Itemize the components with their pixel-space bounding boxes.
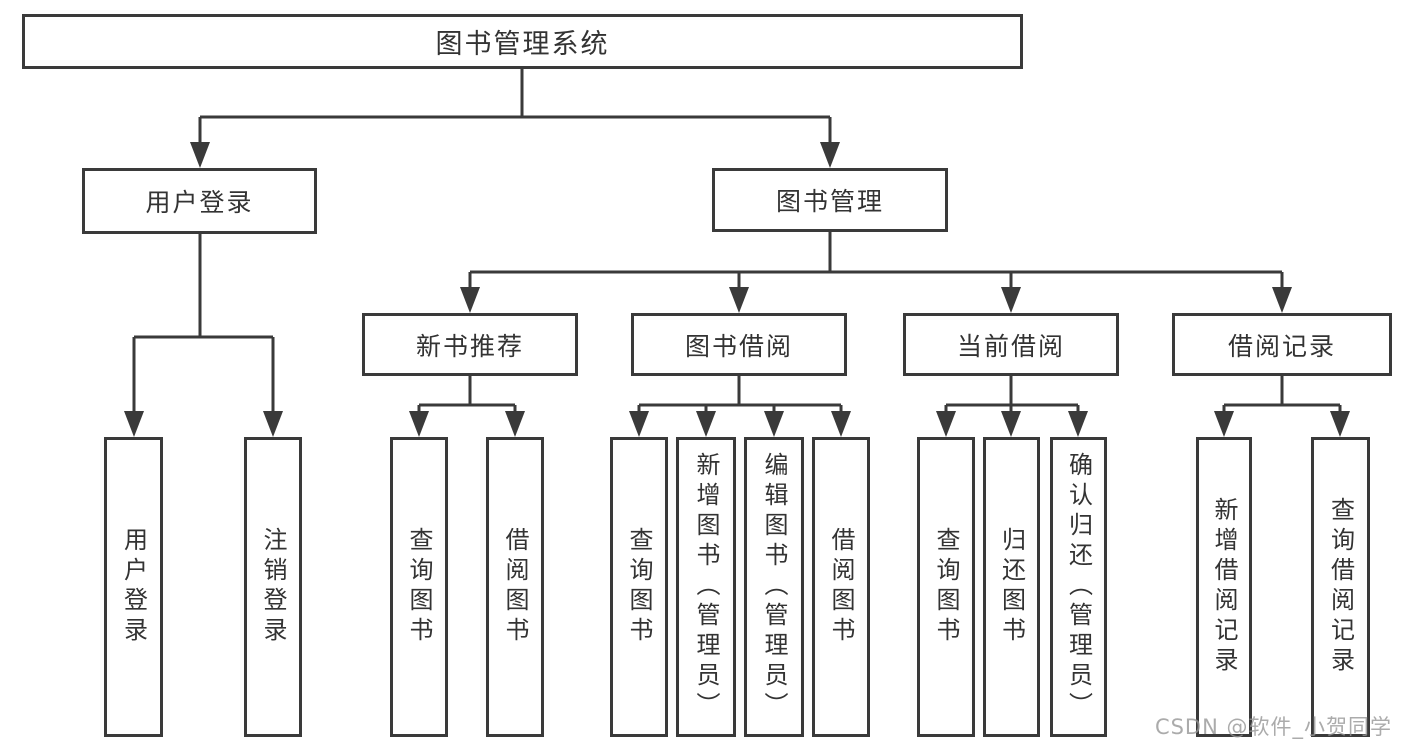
leaf-return-books: 归还图书 (983, 437, 1040, 737)
arrowhead-icon (1001, 411, 1021, 437)
leaf-query-borrow-record: 查询借阅记录 (1311, 437, 1370, 737)
leaf-add-books-admin: 新增图书（管理员） (676, 437, 736, 737)
connector-new-book-branch (417, 376, 517, 415)
leaf-borrow-books: 借阅图书 (812, 437, 870, 737)
arrowhead-icon (460, 287, 480, 313)
arrowhead-icon (263, 411, 283, 437)
connector-paths (132, 69, 1342, 415)
node-book-management: 图书管理 (712, 168, 948, 232)
arrowhead-icon (505, 411, 525, 437)
leaf-confirm-return-admin: 确认归还（管理员） (1050, 437, 1107, 737)
arrowhead-icon (936, 411, 956, 437)
connector-borrow-record-branch (1222, 376, 1342, 415)
leaf-borrow-books-recommend: 借阅图书 (486, 437, 544, 737)
arrowhead-icon (629, 411, 649, 437)
connector-book-borrow-branch (637, 376, 843, 415)
arrowhead-icon (409, 411, 429, 437)
connector-book-mgmt-to-level3 (468, 232, 1284, 291)
arrowheads (124, 142, 1350, 437)
arrowhead-icon (124, 411, 144, 437)
node-root-system: 图书管理系统 (22, 14, 1023, 69)
node-current-borrowing: 当前借阅 (903, 313, 1119, 376)
arrowhead-icon (1001, 287, 1021, 313)
arrowhead-icon (764, 411, 784, 437)
leaf-query-books-recommend: 查询图书 (390, 437, 448, 737)
arrowhead-icon (1214, 411, 1234, 437)
connector-current-borrow-branch (944, 376, 1080, 415)
arrowhead-icon (1068, 411, 1088, 437)
leaf-edit-books-admin: 编辑图书（管理员） (744, 437, 804, 737)
leaf-add-borrow-record: 新增借阅记录 (1196, 437, 1252, 737)
arrowhead-icon (831, 411, 851, 437)
leaf-query-books-borrow: 查询图书 (610, 437, 668, 737)
arrowhead-icon (1330, 411, 1350, 437)
leaf-query-books-current: 查询图书 (917, 437, 975, 737)
csdn-watermark: CSDN @软件_小贺同学 (1154, 715, 1392, 739)
arrowhead-icon (729, 287, 749, 313)
arrowhead-icon (820, 142, 840, 168)
leaf-user-login: 用户登录 (104, 437, 163, 737)
arrowhead-icon (1272, 287, 1292, 313)
node-borrow-records: 借阅记录 (1172, 313, 1392, 376)
arrowhead-icon (696, 411, 716, 437)
node-user-login: 用户登录 (82, 168, 317, 234)
node-new-book-recommend: 新书推荐 (362, 313, 578, 376)
node-book-borrowing: 图书借阅 (631, 313, 847, 376)
connector-root-to-level2 (198, 69, 832, 146)
arrowhead-icon (190, 142, 210, 168)
connector-user-login-branch (132, 234, 275, 415)
leaf-logout: 注销登录 (244, 437, 302, 737)
